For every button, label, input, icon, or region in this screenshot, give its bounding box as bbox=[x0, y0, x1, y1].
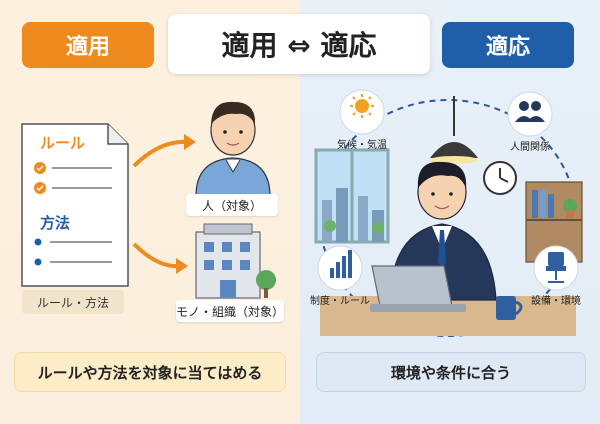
lamp-icon bbox=[430, 96, 478, 164]
clock-icon bbox=[483, 161, 517, 195]
chair-icon bbox=[533, 245, 579, 291]
adapt-summary: 環境や条件に合う bbox=[316, 352, 586, 392]
system-label: 制度・ルール bbox=[310, 296, 370, 307]
doc-rule-text: ルール bbox=[40, 134, 86, 152]
climate-label: 気候・気温 bbox=[337, 140, 387, 151]
people-icon bbox=[507, 91, 553, 137]
doc-label: ルール・方法 bbox=[22, 290, 124, 314]
document-icon bbox=[21, 123, 129, 287]
arrow-to-person-icon bbox=[132, 134, 196, 168]
adapt-pill: 適応 bbox=[442, 22, 574, 68]
sun-icon bbox=[339, 89, 385, 135]
laptop-icon bbox=[370, 265, 466, 312]
mug-icon bbox=[496, 296, 523, 320]
person-icon bbox=[195, 101, 271, 197]
person-label: 人（対象） bbox=[186, 194, 278, 216]
window-icon bbox=[314, 148, 390, 244]
facilities-label: 設備・環境 bbox=[531, 296, 581, 307]
building-icon bbox=[195, 223, 276, 299]
arrow-to-org-icon bbox=[132, 242, 188, 274]
apply-summary: ルールや方法を対象に当てはめる bbox=[14, 352, 286, 392]
relations-label: 人間関係 bbox=[510, 142, 550, 153]
bar-chart-icon bbox=[317, 245, 363, 291]
org-label: モノ・組織（対象） bbox=[176, 300, 284, 322]
page-title: 適用 ⇔ 適応 bbox=[168, 14, 430, 74]
apply-pill: 適用 bbox=[22, 22, 154, 68]
doc-method-text: 方法 bbox=[40, 214, 71, 232]
